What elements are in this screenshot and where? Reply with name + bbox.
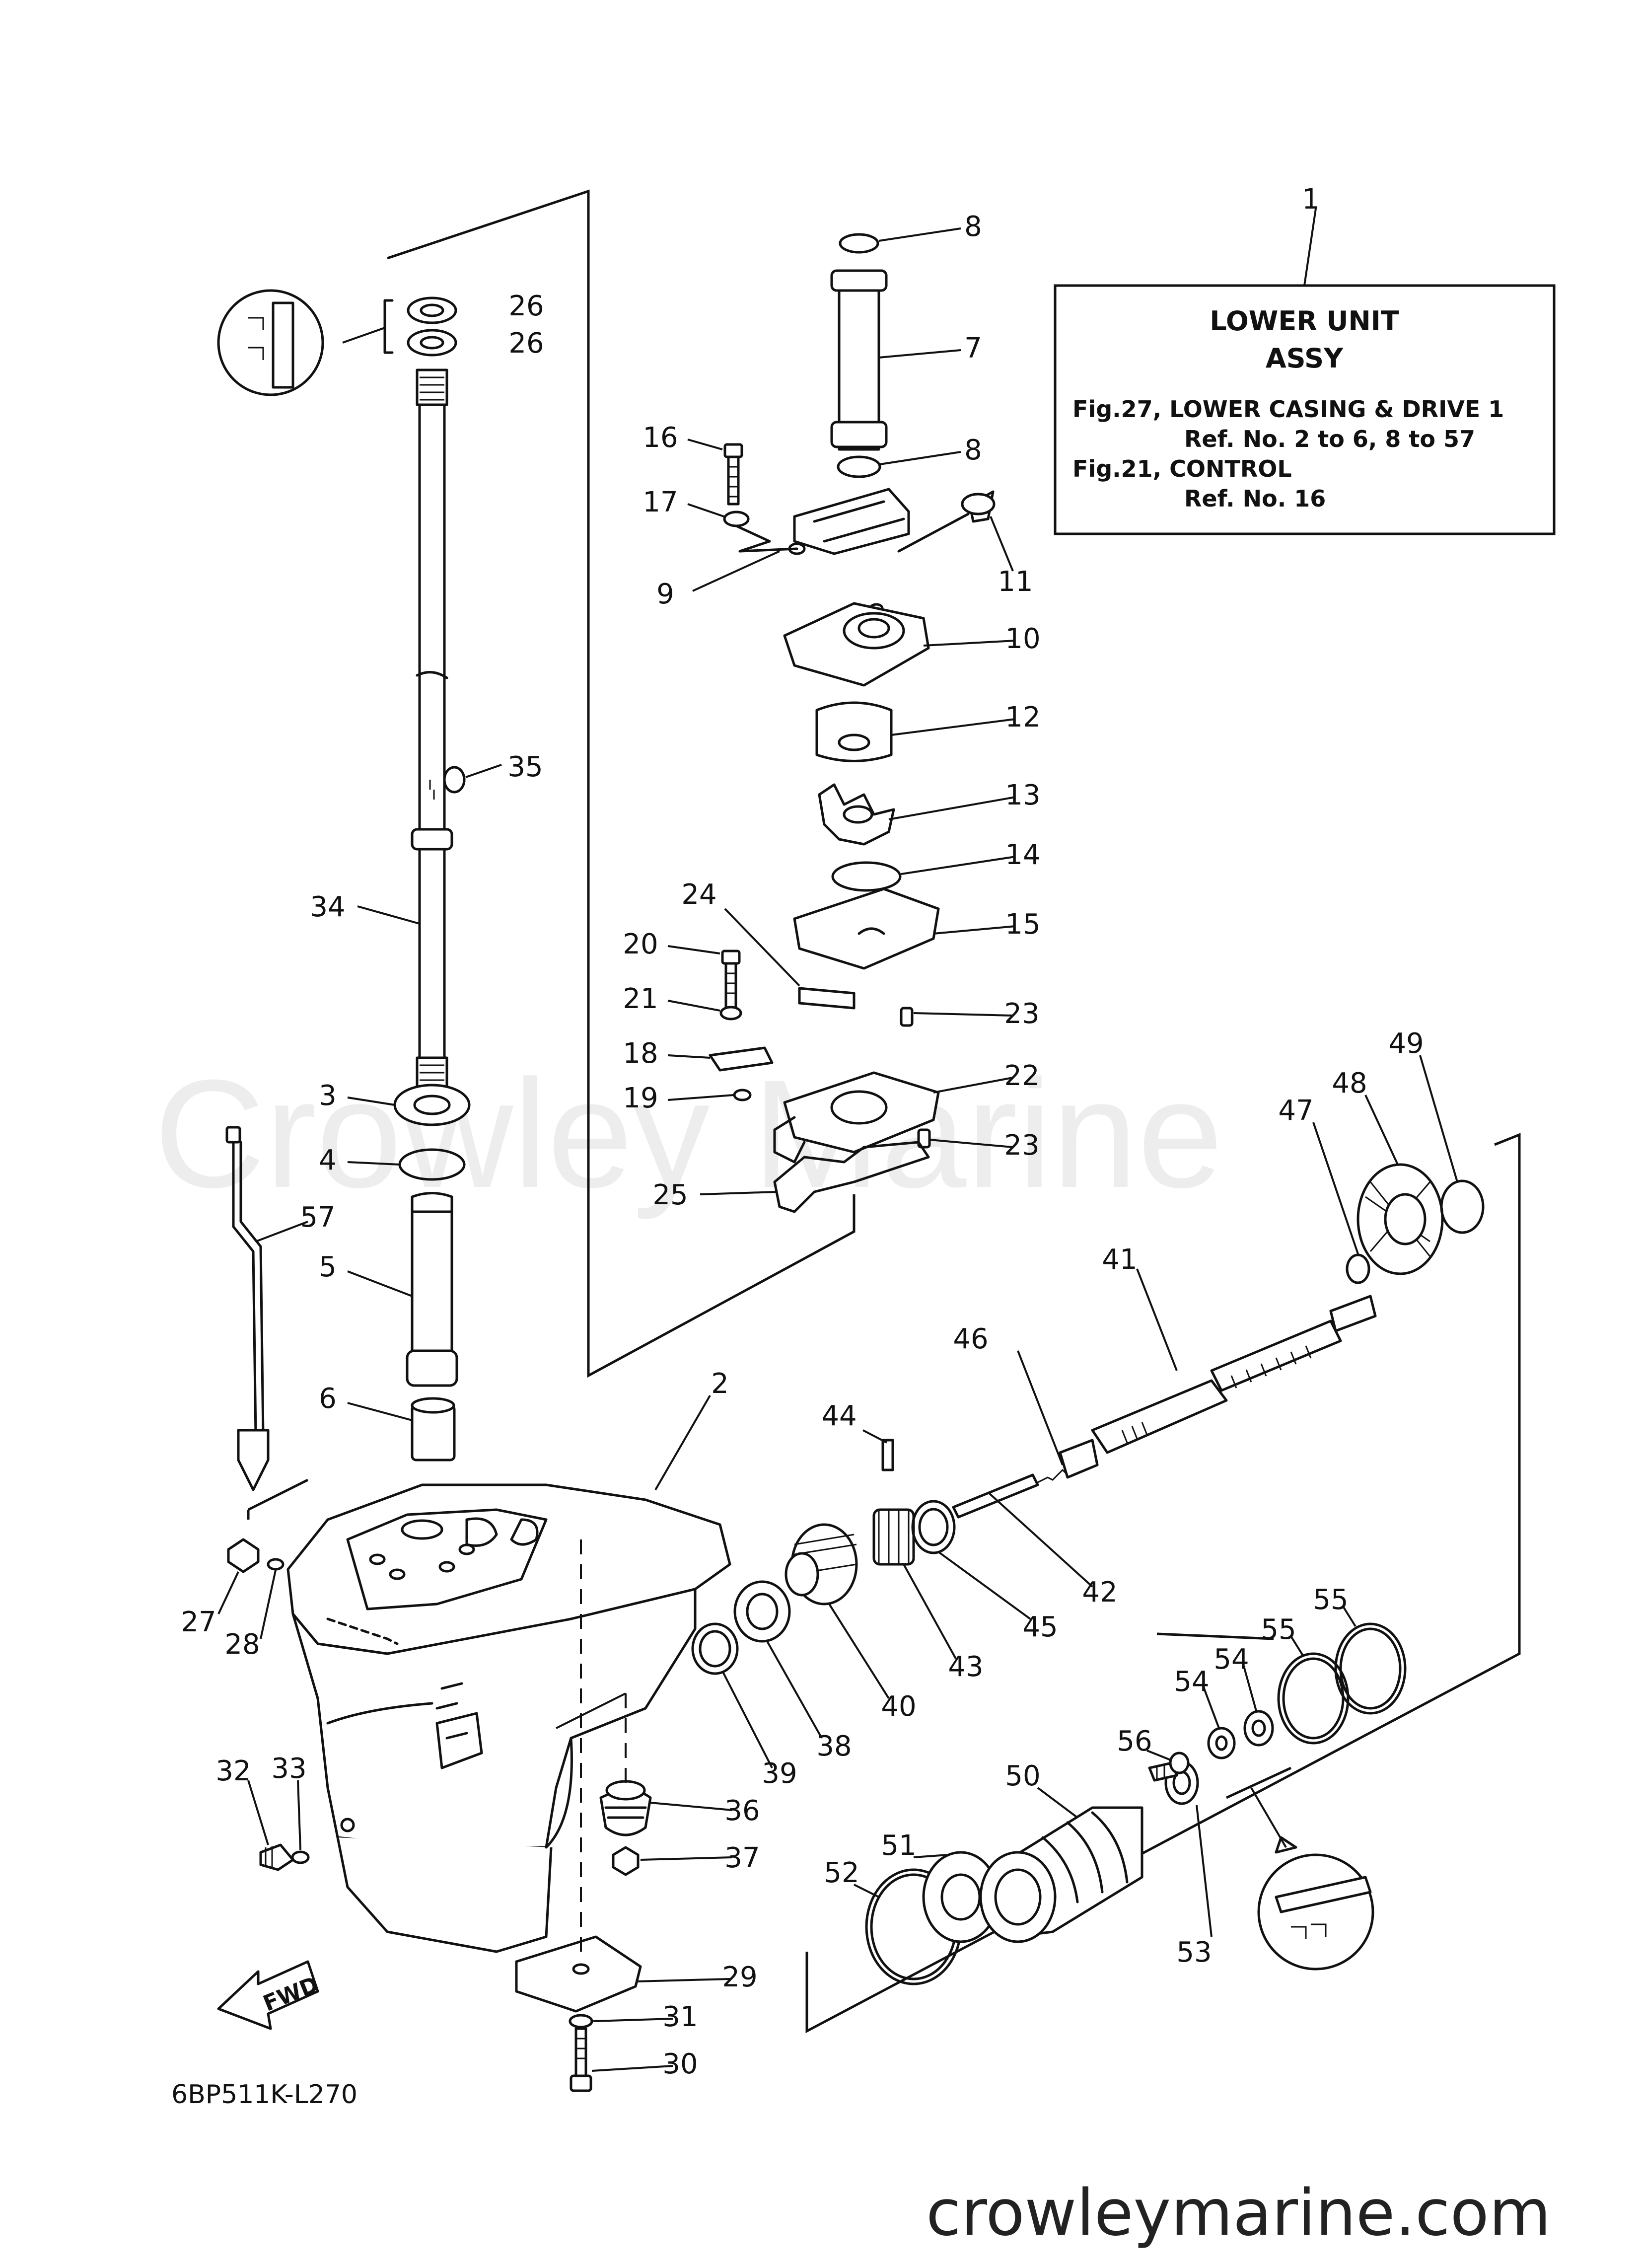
callout-c26b: 26 <box>508 327 544 360</box>
callout-c18: 18 <box>623 1037 658 1070</box>
callout-c8b: 8 <box>964 434 982 466</box>
callout-c39: 39 <box>762 1757 797 1790</box>
callout-c20: 20 <box>623 928 658 960</box>
callout-c53: 53 <box>1176 1936 1212 1969</box>
callout-c34: 34 <box>310 891 345 923</box>
callout-c46: 46 <box>953 1323 988 1355</box>
callout-c30: 30 <box>662 2048 698 2080</box>
title-box-ref2: Ref. No. 2 to 6, 8 to 57 <box>1184 426 1475 452</box>
callout-c49: 49 <box>1388 1027 1424 1060</box>
title-box-ref3: Fig.21, CONTROL <box>1072 455 1292 482</box>
callout-c54b: 54 <box>1214 1643 1249 1676</box>
callout-c45: 45 <box>1022 1611 1058 1643</box>
callout-c13: 13 <box>1005 779 1040 811</box>
callout-c38: 38 <box>816 1730 852 1762</box>
callout-c36: 36 <box>724 1795 760 1827</box>
shift-rod <box>225 1126 308 1491</box>
callout-c29: 29 <box>722 1961 757 1993</box>
grouping-frames <box>247 189 1521 2034</box>
callout-c47: 47 <box>1278 1095 1313 1127</box>
callout-c23b: 23 <box>1004 1129 1039 1162</box>
callout-c31: 31 <box>662 2001 698 2033</box>
callout-c9: 9 <box>656 578 674 610</box>
callout-c22: 22 <box>1004 1060 1039 1092</box>
callout-c41: 41 <box>1102 1244 1137 1276</box>
callout-c8a: 8 <box>964 211 982 243</box>
forward-direction-arrow: FWD <box>217 1960 322 2030</box>
callout-c48: 48 <box>1332 1067 1367 1099</box>
callout-c52: 52 <box>824 1857 859 1889</box>
title-box-line2: ASSY <box>1266 343 1344 374</box>
water-pump-assembly <box>667 227 1016 1213</box>
callout-c44: 44 <box>821 1400 857 1432</box>
diagram-code: 6BP511K-L270 <box>171 2080 357 2110</box>
callout-c16: 16 <box>643 422 678 454</box>
callout-c54a: 54 <box>1174 1666 1209 1698</box>
callout-c57: 57 <box>300 1201 335 1234</box>
callout-c21: 21 <box>623 983 658 1015</box>
callout-c11: 11 <box>998 566 1033 598</box>
forward-gear-train <box>691 1055 1485 1768</box>
callout-c42: 42 <box>1082 1576 1117 1609</box>
callout-c55b: 55 <box>1313 1584 1348 1616</box>
callout-c15: 15 <box>1005 908 1040 941</box>
callout-c37: 37 <box>724 1842 760 1874</box>
callout-c50: 50 <box>1005 1760 1040 1792</box>
callout-c25: 25 <box>652 1179 688 1211</box>
callout-c28: 28 <box>224 1628 260 1661</box>
callout-c55a: 55 <box>1261 1613 1296 1646</box>
callout-c2: 2 <box>711 1368 729 1400</box>
callout-c43: 43 <box>948 1651 983 1683</box>
propeller-shaft-housing <box>854 1606 1407 1985</box>
callout-c3: 3 <box>319 1080 337 1112</box>
callout-c24: 24 <box>681 878 716 911</box>
callout-c33: 33 <box>271 1753 306 1785</box>
title-box-ref4: Ref. No. 16 <box>1184 485 1326 512</box>
callout-c17: 17 <box>643 486 678 518</box>
title-box-line1: LOWER UNIT <box>1210 305 1399 337</box>
title-box-ref1: Fig.27, LOWER CASING & DRIVE 1 <box>1072 396 1504 423</box>
callout-c19: 19 <box>623 1082 658 1114</box>
callout-c12: 12 <box>1005 701 1040 733</box>
drive-shaft-assembly <box>217 289 502 1462</box>
callout-c51: 51 <box>881 1829 916 1862</box>
callout-c6: 6 <box>319 1383 337 1415</box>
callout-c10: 10 <box>1005 623 1040 655</box>
callout-c32: 32 <box>215 1755 251 1787</box>
title-box: LOWER UNIT ASSY Fig.27, LOWER CASING & D… <box>1054 208 1556 535</box>
callout-c35: 35 <box>507 751 543 783</box>
website-text: crowleymarine.com <box>926 2176 1551 2250</box>
callout-c23a: 23 <box>1004 998 1039 1030</box>
casing-hardware <box>217 1538 733 1876</box>
callout-c26a: 26 <box>508 290 544 322</box>
callout-c27: 27 <box>181 1606 216 1638</box>
callout-c4: 4 <box>319 1144 337 1176</box>
lower-casing <box>286 1394 731 2092</box>
callout-c14: 14 <box>1005 839 1040 871</box>
callout-c5: 5 <box>319 1251 337 1283</box>
callout-c7: 7 <box>964 332 982 365</box>
callout-c40: 40 <box>881 1690 916 1723</box>
watermark-text: Crowley Marine <box>154 1047 1223 1221</box>
callout-c1: 1 <box>1302 183 1320 216</box>
callout-c56: 56 <box>1117 1725 1152 1757</box>
